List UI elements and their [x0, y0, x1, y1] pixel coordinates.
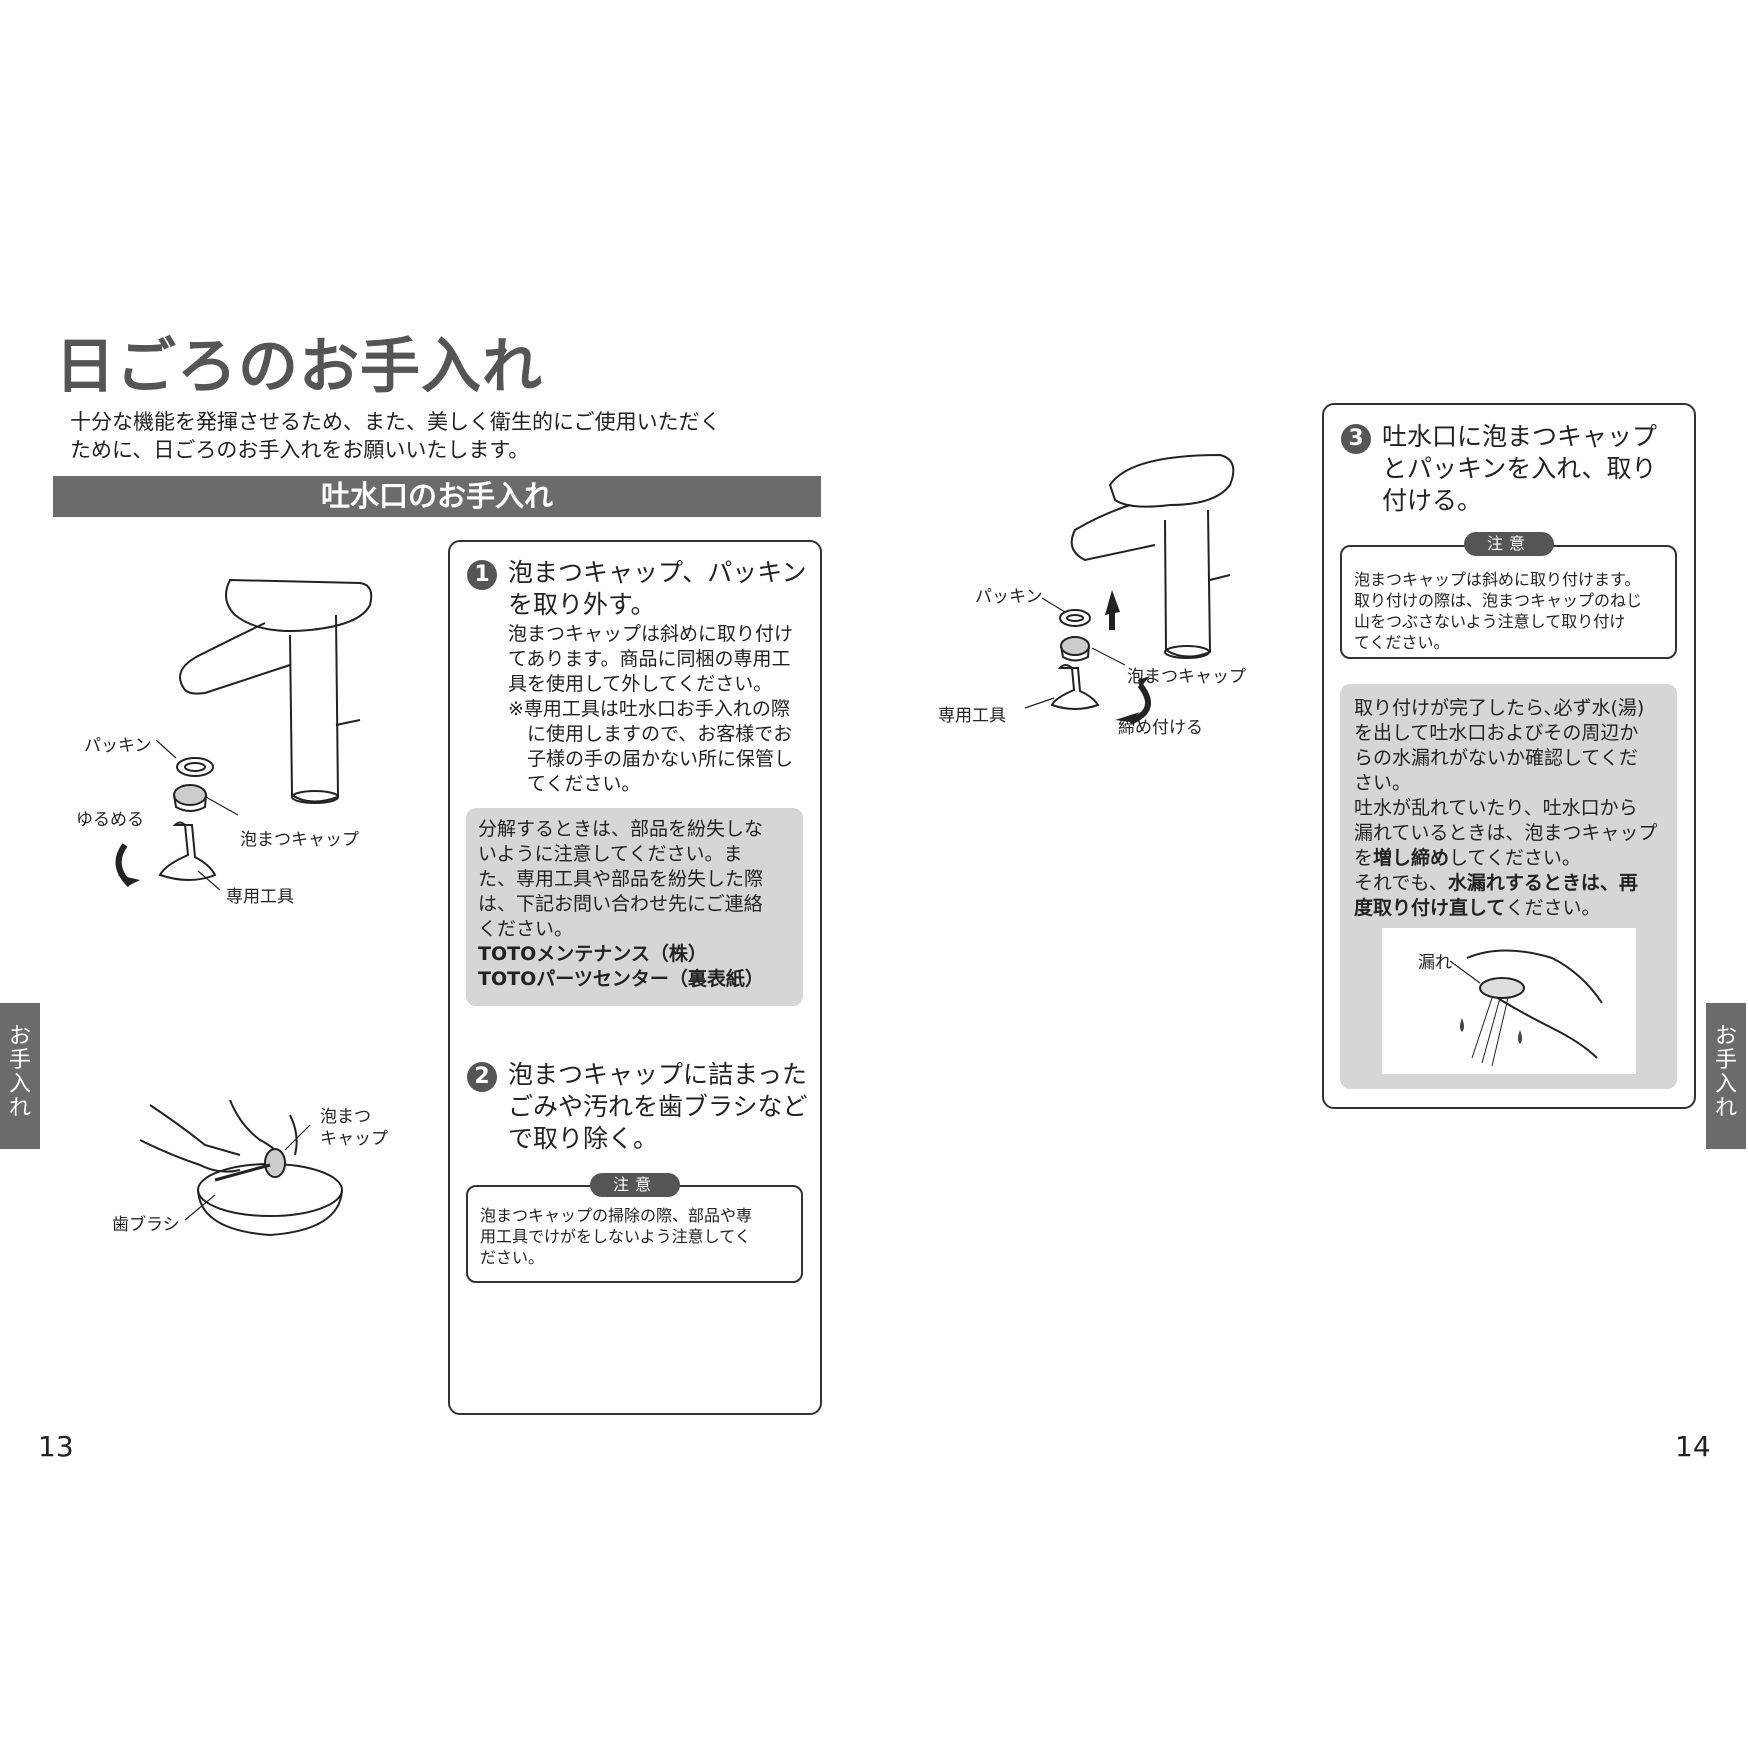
step3-caution-tag: 注意	[1464, 532, 1554, 556]
fig3-tighten-label: 締め付ける	[1118, 718, 1203, 738]
fig1-loosen-label: ゆるめる	[76, 810, 144, 830]
step1-heading: 泡まつキャップ、パッキン を取り外す。	[508, 558, 807, 619]
section-title: 吐水口のお手入れ	[53, 476, 821, 517]
faucet-disassembly-illustration	[115, 578, 373, 891]
page-number-right: 14	[1675, 1430, 1711, 1463]
step1-number: 1	[467, 560, 497, 590]
fig2-cap-label: 泡まつ キャップ	[320, 1107, 388, 1149]
fig3-packing-label: パッキン	[975, 587, 1043, 607]
fig1-cap-label: 泡まつキャップ	[240, 830, 359, 850]
side-tab-right: お 手 入 れ	[1706, 1003, 1746, 1149]
step3-caution-box: 泡まつキャップは斜めに取り付けます。 取り付けの際は、泡まつキャップのねじ 山を…	[1340, 545, 1677, 659]
leak-illustration-frame	[1382, 928, 1636, 1074]
side-tab-left: お 手 入 れ	[0, 1003, 40, 1149]
step3-heading: 吐水口に泡まつキャップ とパッキンを入れ、取り 付ける。	[1382, 422, 1658, 515]
step2-caution-box: 泡まつキャップの掃除の際、部品や専 用工具でけがをしないよう注意してく ださい。	[466, 1185, 803, 1283]
leak-illustration	[1449, 949, 1603, 1067]
fig3-cap-label: 泡まつキャップ	[1127, 667, 1246, 687]
intro-text: 十分な機能を発揮させるため、また、美しく衛生的にご使用いただく ために、日ごろの…	[70, 410, 721, 462]
cleaning-illustration	[139, 1099, 343, 1237]
step2-caution-tag: 注意	[590, 1173, 680, 1197]
step1-note: 分解するときは、部品を紛失しな いように注意してください。ま た、専用工具や部品…	[466, 808, 803, 1006]
fig2-brush-label: 歯ブラシ	[112, 1215, 180, 1235]
step2-heading: 泡まつキャップに詰まった ごみや汚れを歯ブラシなど で取り除く。	[508, 1060, 808, 1153]
fig1-packing-label: パッキン	[84, 736, 152, 756]
step1-body: 泡まつキャップは斜めに取り付け てあります。商品に同梱の専用工 具を使用して外し…	[508, 623, 794, 795]
leak-label: 漏れ	[1418, 953, 1452, 973]
step2-number: 2	[467, 1062, 497, 1092]
faucet-reassembly-illustration	[1024, 453, 1235, 725]
step3-number: 3	[1341, 424, 1371, 454]
page-number-left: 13	[38, 1430, 74, 1463]
fig3-tool-label: 専用工具	[938, 706, 1006, 726]
page-title: 日ごろのお手入れ	[55, 332, 543, 402]
fig1-tool-label: 専用工具	[226, 887, 294, 907]
